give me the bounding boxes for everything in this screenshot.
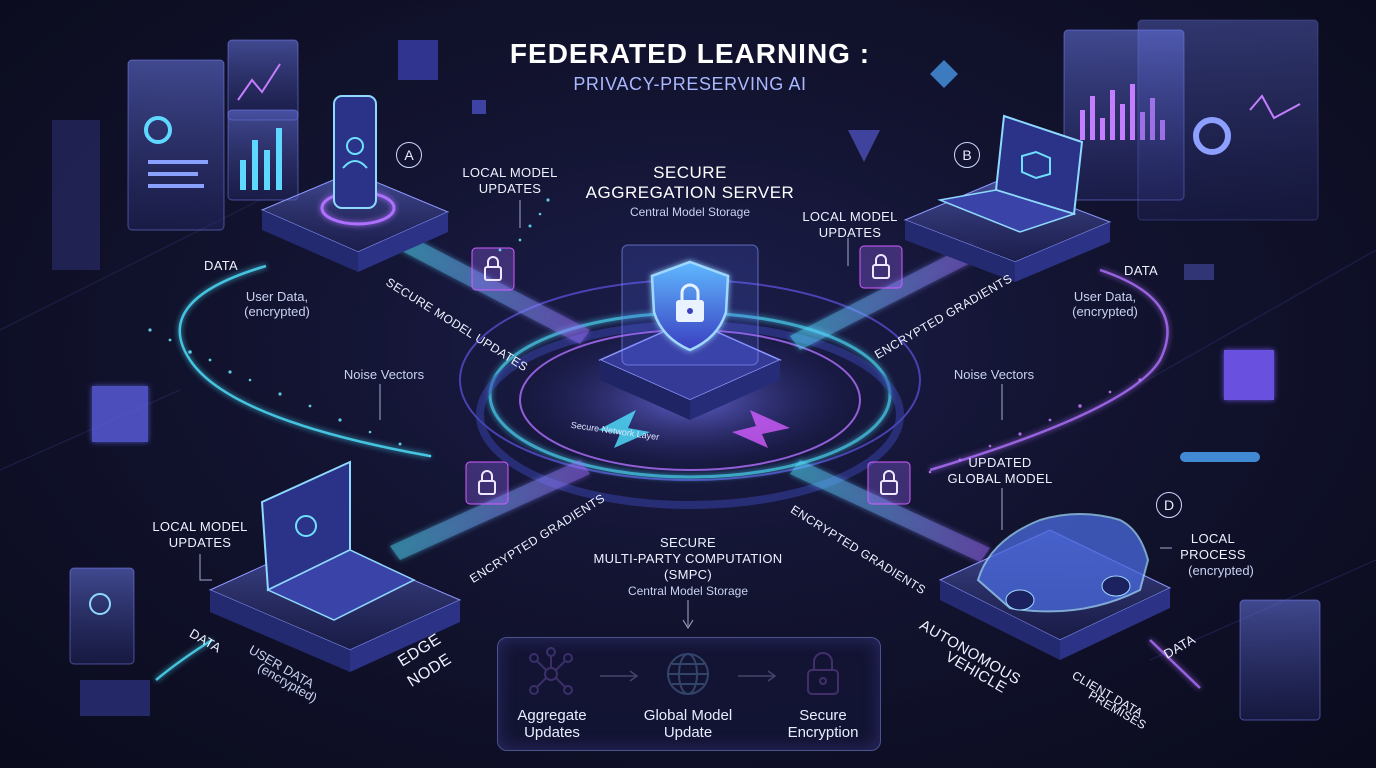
- server-subtitle: Central Model Storage: [629, 205, 751, 219]
- node-a-noise-label: Noise Vectors: [343, 367, 425, 382]
- page-subtitle: PRIVACY-PRESERVING AI: [573, 74, 807, 94]
- node-d-car: [938, 513, 1172, 660]
- node-b-user-data-line1: User Data,: [1073, 289, 1137, 304]
- pipeline-panel: [497, 637, 881, 751]
- pipeline-step-encryption: Secure Encryption: [787, 707, 859, 742]
- node-d-global-line1: UPDATED: [968, 455, 1032, 470]
- node-a-updates-line2: UPDATES: [478, 181, 542, 196]
- smpc-line3: (SMPC): [663, 567, 713, 582]
- smpc-line2: MULTI-PARTY COMPUTATION: [593, 551, 783, 566]
- node-b-updates-line2: UPDATES: [818, 225, 882, 240]
- shield-lock-icon: [650, 260, 730, 352]
- flow-arrows: [598, 410, 790, 448]
- smpc-storage: Central Model Storage: [627, 584, 749, 598]
- node-a-user-data-line2: (encrypted): [244, 304, 310, 319]
- corner-decor: [69, 452, 1321, 721]
- server-title-line1: SECURE: [653, 163, 727, 182]
- node-c-updates-line2: UPDATES: [168, 535, 232, 550]
- node-b-user-data-line2: (encrypted): [1072, 304, 1138, 319]
- node-a-badge: A: [396, 142, 422, 168]
- right-dashboard-panels: [1063, 19, 1319, 221]
- floating-cubes: [92, 40, 1274, 442]
- node-a-updates-line1: LOCAL MODEL: [462, 165, 558, 180]
- pipeline-step-aggregate: Aggregate Updates: [517, 707, 587, 742]
- node-a-phone: [260, 95, 450, 272]
- node-d-local-line1: LOCAL: [1190, 531, 1236, 546]
- server-title-line2: AGGREGATION SERVER: [585, 183, 795, 202]
- node-b-laptop: [903, 114, 1112, 282]
- noise-particles: [148, 198, 550, 458]
- lock-tiles: [465, 245, 911, 505]
- node-d-global-line2: GLOBAL MODEL: [947, 471, 1053, 486]
- node-b-updates-line1: LOCAL MODEL: [802, 209, 898, 224]
- leader-lines: [199, 200, 1172, 629]
- node-a-user-data-line1: User Data,: [245, 289, 309, 304]
- node-d-local-line2: PROCESS: [1180, 547, 1246, 562]
- node-d-local-line3: (encrypted): [1188, 563, 1254, 578]
- page-title: FEDERATED LEARNING :: [509, 38, 871, 69]
- node-c-updates-line1: LOCAL MODEL: [152, 519, 248, 534]
- left-dashboard-panels: [52, 39, 299, 270]
- data-flow-curves: [155, 264, 1201, 689]
- node-a-data-label: DATA: [204, 258, 238, 273]
- node-c-edge-laptop: [208, 460, 462, 672]
- node-b-data-label: DATA: [1124, 263, 1158, 278]
- node-b-noise-label: Noise Vectors: [953, 367, 1035, 382]
- smpc-line1: SECURE: [660, 535, 716, 550]
- node-b-badge: B: [954, 142, 980, 168]
- node-d-badge: D: [1156, 492, 1182, 518]
- pipeline-step-global: Global Model Update: [643, 707, 733, 742]
